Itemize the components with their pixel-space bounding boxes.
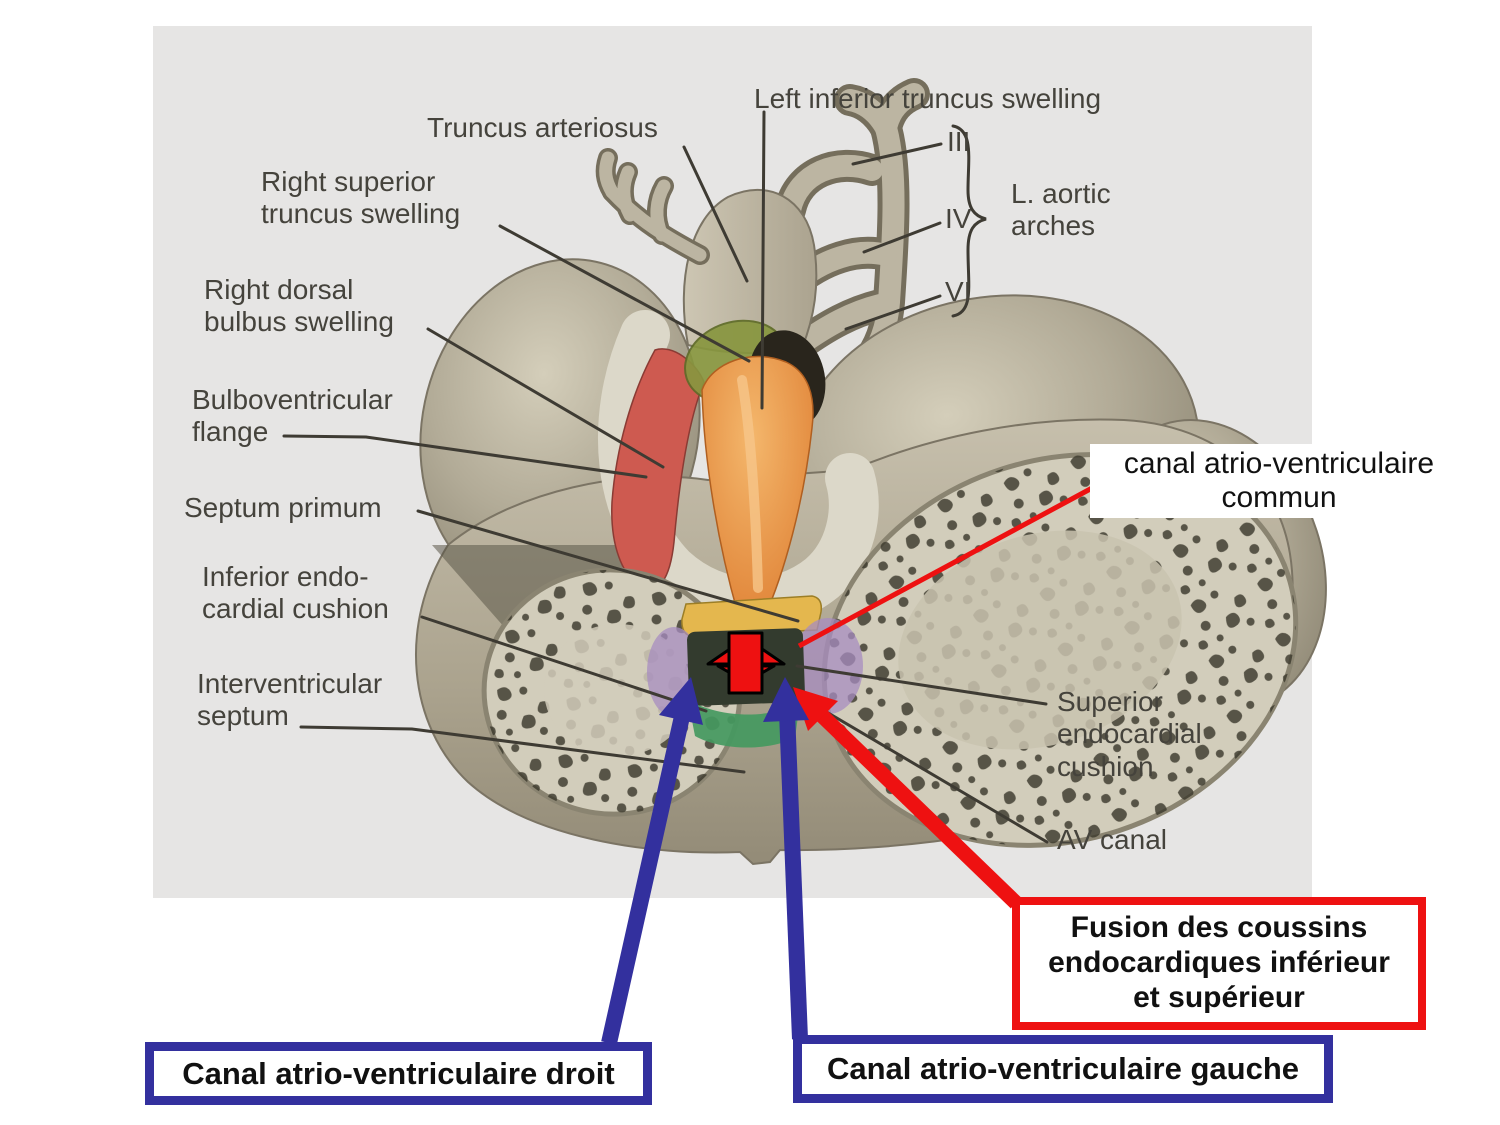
droit-blue-arrow — [601, 677, 703, 1045]
label-l-aortic-arches: L. aortic arches — [1011, 178, 1111, 242]
leader-inferior-endocardial — [420, 615, 708, 713]
leader-septum-primum — [416, 509, 800, 623]
label-inferior-endocardial-cushion: Inferior endo- cardial cushion — [202, 561, 389, 625]
leader-right-superior-truncus — [498, 224, 751, 363]
leader-superior-endocardial — [795, 664, 1048, 706]
label-arch-iii: III — [947, 126, 971, 157]
green-cushion — [688, 700, 800, 748]
leader-av-canal — [811, 702, 1049, 844]
label-interventricular-septum: Interventricular septum — [197, 668, 383, 732]
leader-interventricular-septum — [299, 725, 746, 774]
label-septum-primum: Septum primum — [184, 492, 382, 523]
label-av-canal: AV canal — [1057, 824, 1167, 855]
annotation-canal-commun: canal atrio-ventriculaire commun — [1090, 444, 1468, 518]
leader-right-dorsal-bulbus — [426, 327, 665, 469]
left-ventricle-opening — [821, 452, 1299, 848]
label-superior-endocardial-cushion: Superior endocardial cushion — [1057, 686, 1202, 782]
label-arch-vi: VI — [945, 276, 972, 307]
label-bulboventricular-flange: Bulboventricular flange — [192, 384, 393, 448]
annotation-box-fusion-coussins: Fusion des coussins endocardiques inféri… — [1012, 897, 1426, 1030]
leader-left-inferior-truncus — [760, 110, 766, 410]
annotation-box-canal-gauche: Canal atrio-ventriculaire gauche — [793, 1035, 1333, 1103]
fusion-arrows-symbol — [706, 631, 786, 695]
label-arch-iv: IV — [945, 203, 972, 234]
leader-arch-iv — [862, 221, 942, 254]
aortic-arches-brace — [951, 124, 987, 318]
leader-arch-vi — [844, 294, 942, 331]
commun-pointer-line — [797, 484, 1096, 649]
leader-arch-iii — [851, 142, 943, 166]
leader-truncus-arteriosus — [682, 145, 749, 283]
cut-wall-hook — [811, 465, 874, 601]
label-left-inferior-truncus-swelling: Left inferior truncus swelling — [754, 83, 1102, 114]
leader-lines — [282, 110, 1049, 844]
gauche-blue-arrow — [763, 677, 809, 1040]
outflow-highlight — [737, 375, 763, 593]
label-right-dorsal-bulbus-swelling: Right dorsal bulbus swelling — [204, 274, 394, 338]
leader-bulboventricular-flange — [282, 434, 648, 479]
label-right-superior-truncus-swelling: Right superior truncus swelling — [261, 166, 461, 230]
label-truncus-arteriosus: Truncus arteriosus — [427, 112, 658, 143]
annotation-box-canal-droit: Canal atrio-ventriculaire droit — [145, 1042, 652, 1105]
cranial-vessel-horns — [595, 148, 710, 265]
